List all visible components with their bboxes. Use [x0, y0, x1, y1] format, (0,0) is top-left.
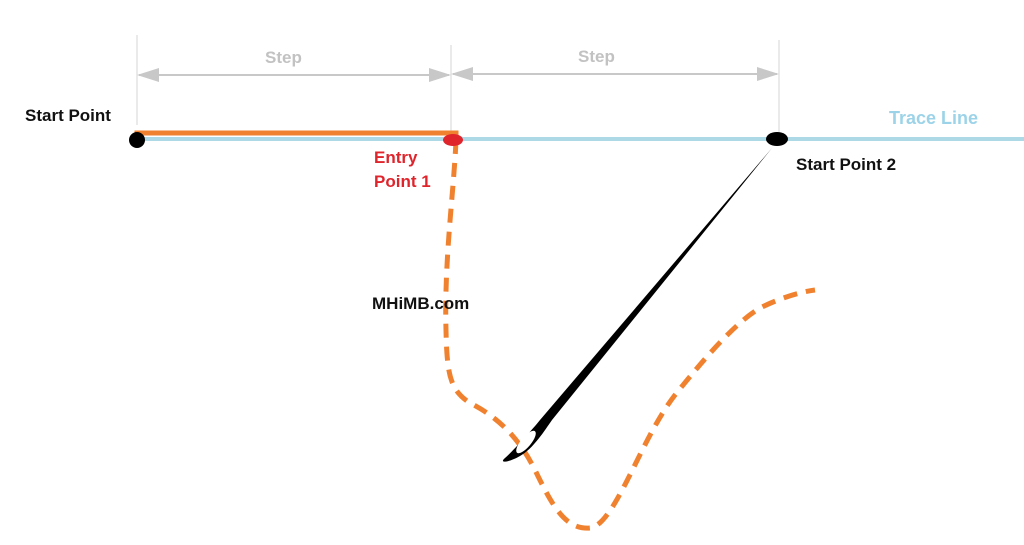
- watermark-label: MHiMB.com: [372, 294, 470, 313]
- entry-point-1-dot: [443, 134, 463, 146]
- sewing-needle-icon: [502, 148, 772, 462]
- start-point-label: Start Point: [25, 106, 111, 125]
- entry-point-1-label: Entry Point 1: [374, 146, 431, 194]
- entry-point-1-label-line1: Entry: [374, 148, 418, 167]
- start-point-2-label: Start Point 2: [796, 155, 897, 174]
- entry-point-1-label-line2: Point 1: [374, 172, 431, 191]
- start-point-2-dot: [766, 132, 788, 146]
- start-point-dot: [129, 132, 145, 148]
- trace-line-label: Trace Line: [889, 108, 979, 128]
- step-label-2: Step: [578, 47, 615, 66]
- stitch-thread-dashed: [443, 139, 816, 531]
- step-label-1: Step: [265, 48, 302, 67]
